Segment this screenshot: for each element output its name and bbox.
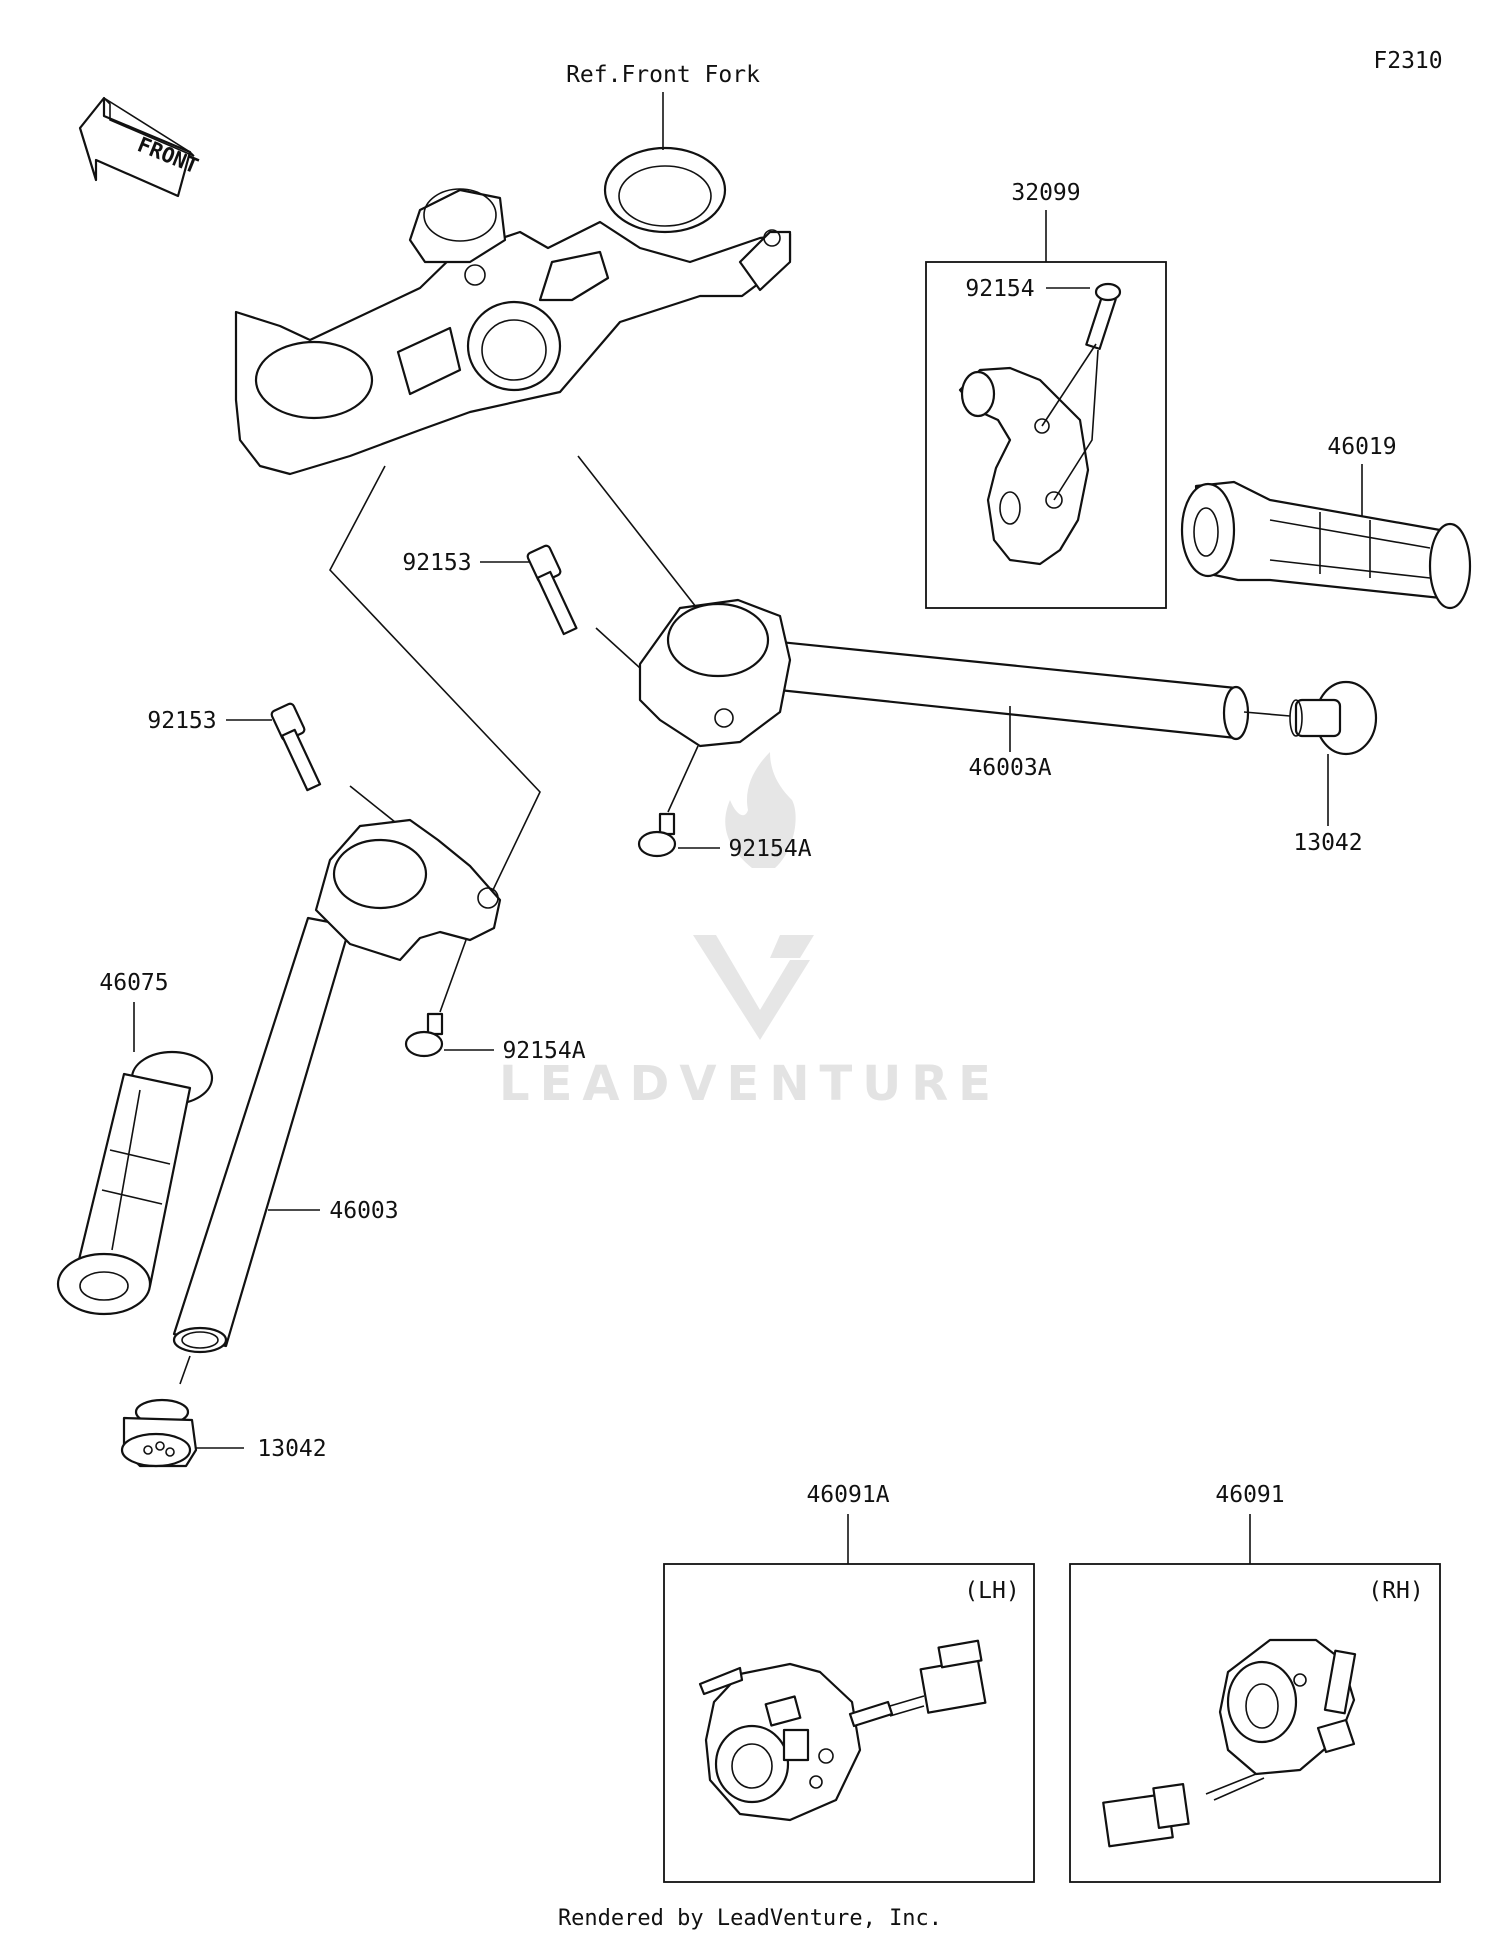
bar-end-13042-left-part	[120, 1398, 198, 1468]
callout-46003: 46003	[329, 1198, 398, 1224]
watermark-text: LEADVENTURE	[499, 1056, 1001, 1112]
bolt-92153-upper-part	[526, 544, 578, 636]
kit-32099-box	[925, 261, 1167, 609]
callout-46019: 46019	[1327, 434, 1396, 460]
callout-92153-upper: 92153	[402, 550, 471, 576]
callout-ref-front-fork: Ref.Front Fork	[566, 62, 760, 88]
lh-tag: (LH)	[964, 1578, 1019, 1604]
clamp-lower-part	[314, 818, 502, 962]
screw-92154a-lower-part	[404, 1012, 444, 1058]
footer-credit: Rendered by LeadVenture, Inc.	[558, 1906, 942, 1931]
grip-46075-part	[56, 1050, 214, 1316]
callout-46003a: 46003A	[968, 755, 1051, 781]
callout-32099: 32099	[1011, 180, 1080, 206]
callout-92154a-upper: 92154A	[728, 836, 811, 862]
handlebar-46003a-part	[758, 638, 1250, 741]
switch-rh-box	[1069, 1563, 1441, 1883]
bolt-92153-lower-part	[270, 702, 322, 792]
leadventure-watermark: LEADVENTURE	[499, 752, 1001, 1112]
callout-46091a: 46091A	[806, 1482, 889, 1508]
rh-tag: (RH)	[1368, 1578, 1423, 1604]
screw-92154-part	[1085, 282, 1122, 350]
switch-lh-box	[663, 1563, 1035, 1883]
switch-46091-part	[1102, 1638, 1357, 1848]
callout-92154: 92154	[965, 276, 1034, 302]
screw-92154a-upper-part	[637, 812, 677, 858]
front-arrow-icon: FRONT	[78, 96, 202, 198]
handlebar-46003-part	[172, 916, 352, 1354]
clamp-upper-part	[638, 598, 792, 748]
callout-13042-left: 13042	[257, 1436, 326, 1462]
callout-13042-right: 13042	[1293, 830, 1362, 856]
switch-46091a-part	[698, 1639, 987, 1822]
figure-code: F2310	[1373, 48, 1442, 74]
grip-46019-part	[1180, 480, 1472, 610]
throttle-housing-part	[958, 366, 1090, 566]
callout-92153-lower: 92153	[147, 708, 216, 734]
bar-end-13042-right-part	[1289, 680, 1378, 756]
callout-46075: 46075	[99, 970, 168, 996]
callout-46091: 46091	[1215, 1482, 1284, 1508]
callout-92154a-lower: 92154A	[502, 1038, 585, 1064]
triple-clamp-part	[234, 146, 792, 476]
